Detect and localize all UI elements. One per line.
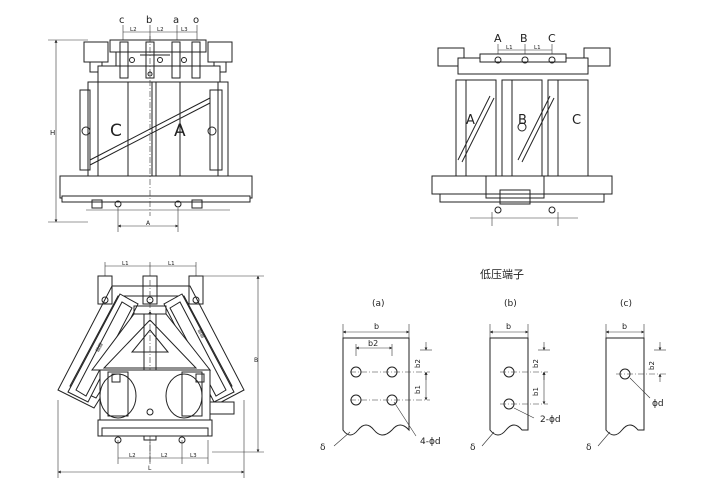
front-coil-a-label: A [174, 121, 186, 141]
svg-text:▤▤: ▤▤ [94, 342, 104, 353]
front-terminal-c: c [119, 15, 125, 26]
terminal-b-b2: b2 [532, 359, 540, 368]
terminal-c-tag: (c) [620, 299, 632, 309]
terminal-a-tag: (a) [372, 299, 385, 309]
terminal-c-thickness: δ [586, 443, 592, 453]
terminal-a-b2-h: b2 [368, 339, 378, 348]
front-terminal-a: a [173, 15, 179, 26]
side-terminal-a: A [494, 32, 502, 45]
plan-dim-l1-a: L1 [122, 261, 129, 267]
front-dim-l2-b: L2 [157, 27, 164, 33]
terminal-a-width: b [374, 322, 379, 331]
front-height-dimension: H [48, 39, 88, 223]
terminal-b-b1: b1 [532, 387, 540, 396]
terminal-type-c: (c) b b2 ϕd δ [586, 299, 666, 453]
side-coil-c-label: C [572, 113, 581, 128]
terminal-b-thickness: δ [470, 443, 476, 453]
terminal-b-hole: 2-ϕd [540, 415, 561, 425]
side-terminal-b: B [520, 32, 528, 45]
front-dim-l2-a: L2 [130, 27, 137, 33]
plan-view: L1 L1 ▤▤ ▤▤ [57, 261, 264, 478]
lv-terminal-title: 低压端子 [480, 268, 524, 281]
terminal-c-width: b [622, 322, 627, 331]
terminal-b-tag: (b) [504, 299, 517, 309]
side-coil-b-label: B [518, 113, 527, 128]
side-dim-l1-b: L1 [534, 45, 541, 51]
terminal-a-b1: b1 [414, 385, 422, 394]
terminal-a-thickness: δ [320, 443, 326, 453]
terminal-a-b2-v: b2 [414, 359, 422, 368]
side-coil-a-label: A [466, 113, 475, 128]
terminal-b-width: b [506, 322, 511, 331]
front-view: H c b a o L2 L2 L3 [48, 15, 253, 232]
height-label: H [50, 129, 55, 137]
plan-height-label: B [254, 357, 258, 364]
plan-dim-l2-b: L2 [161, 453, 168, 459]
terminal-a-hole: 4-ϕd [420, 437, 441, 447]
front-terminal-o: o [193, 15, 199, 26]
terminal-c-b2: b2 [648, 361, 656, 370]
side-dim-l1-a: L1 [506, 45, 513, 51]
front-width-label: A [146, 220, 151, 227]
terminal-type-b: (b) b b2 b1 2-ϕd δ [470, 299, 561, 453]
side-terminal-c: C [548, 32, 556, 45]
plan-dim-l2-a: L2 [129, 453, 136, 459]
plan-dim-l3: L3 [190, 453, 197, 459]
side-view: A B C L1 L1 A B C [431, 32, 613, 226]
plan-dim-l1-b: L1 [168, 261, 175, 267]
terminal-type-a: (a) b b2 b2 b1 4-ϕd δ [320, 299, 441, 453]
terminal-c-hole: ϕd [652, 399, 664, 409]
svg-text:▤▤: ▤▤ [196, 328, 206, 339]
front-dim-l3: L3 [181, 27, 188, 33]
front-coil-c-label: C [110, 121, 122, 141]
plan-total-width-label: L [148, 465, 152, 472]
front-terminal-b: b [146, 15, 152, 26]
